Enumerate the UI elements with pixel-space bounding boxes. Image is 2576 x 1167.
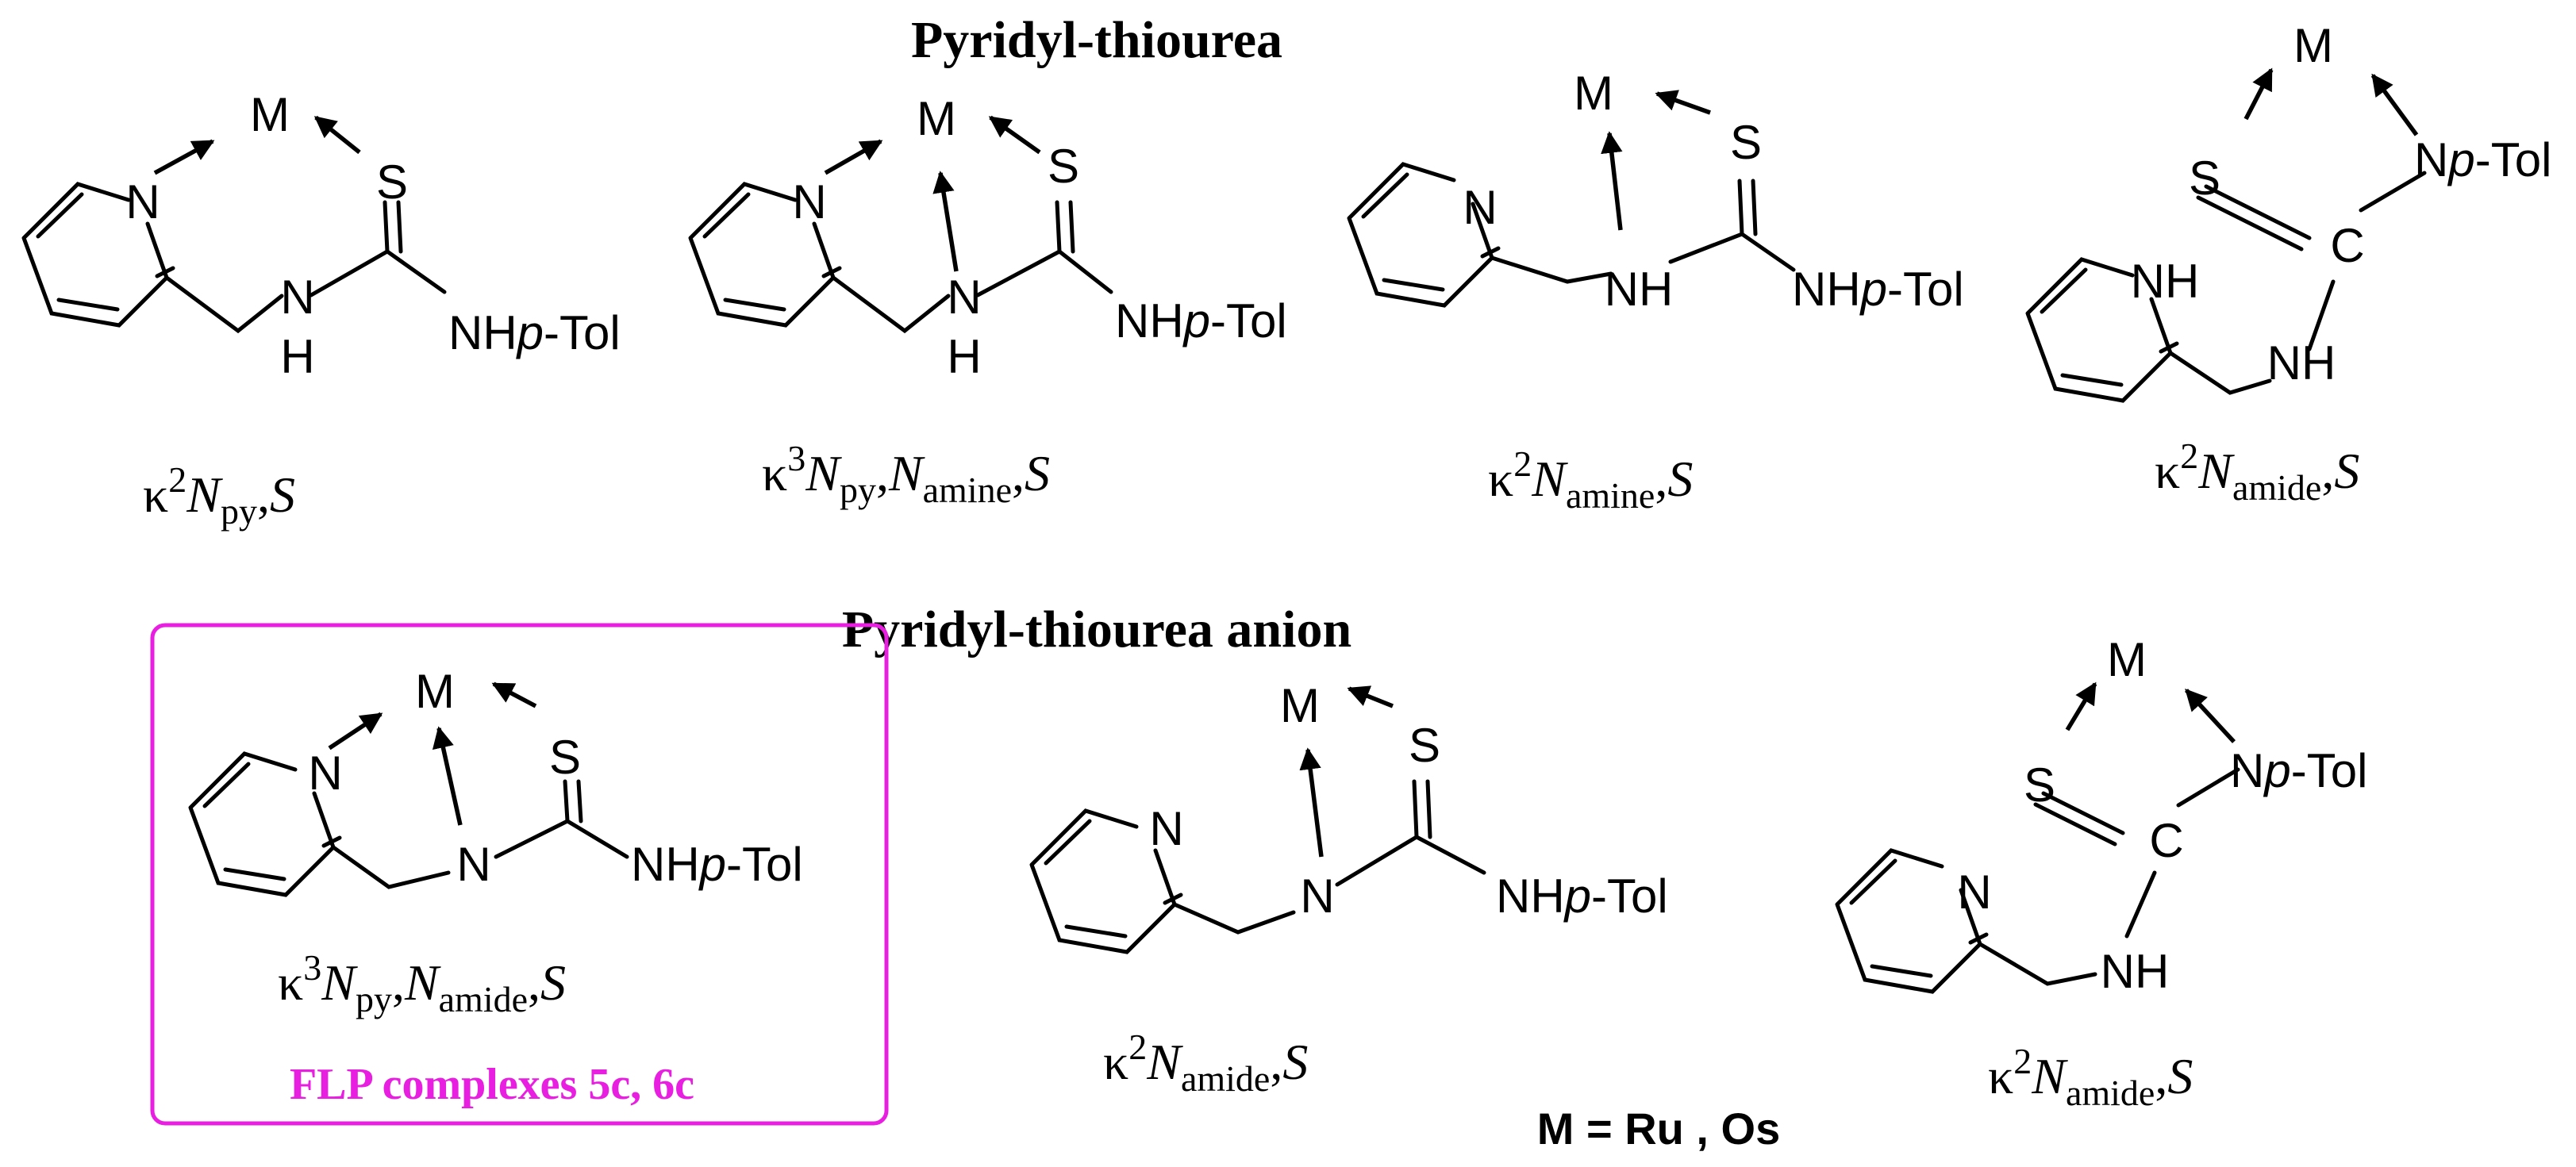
- group-nptol: Np-Tol: [2414, 133, 2551, 186]
- atom-s: S: [549, 731, 581, 784]
- atom-s: S: [2189, 152, 2220, 205]
- atom-n: N: [308, 747, 342, 800]
- label-k2-namide-s-bottom: κ2Namide,S: [1988, 1041, 2193, 1113]
- structure-k2-namide-s-top: M S Np-Tol C NH NH κ2Namide,S: [2025, 19, 2551, 508]
- atom-n: N: [125, 175, 160, 228]
- label-k3-npy-namine-s: κ3Npy,Namine,S: [762, 438, 1050, 510]
- title-pyridyl-thiourea-anion: Pyridyl-thiourea anion: [842, 601, 1351, 658]
- label-k2-npy-s: κ2Npy,S: [143, 459, 295, 532]
- atom-nh: NH: [2267, 336, 2336, 390]
- group-nhptol: NHp-Tol: [631, 838, 803, 891]
- structure-k3-npy-namide-s: N M S N NHp-Tol κ3Npy,Namide,S FLP compl…: [188, 665, 803, 1109]
- atom-s: S: [1048, 140, 1079, 193]
- atom-c: C: [2330, 219, 2364, 272]
- atom-m: M: [2107, 633, 2147, 686]
- atom-m: M: [2293, 19, 2333, 72]
- atom-n: N: [1300, 869, 1334, 923]
- atom-m: M: [250, 88, 290, 141]
- label-k2-namide-s-top: κ2Namide,S: [2155, 436, 2359, 508]
- atom-s: S: [376, 155, 408, 209]
- structure-k3-npy-namine-s: N M S N H NHp-Tol κ3Npy,Namine,S: [688, 92, 1287, 510]
- group-nhptol: NHp-Tol: [1115, 294, 1287, 347]
- group-nhptol: NHp-Tol: [1496, 869, 1668, 923]
- group-nptol: Np-Tol: [2230, 744, 2367, 797]
- atom-n: N: [792, 175, 826, 228]
- label-k2-namide-s-mid: κ2Namide,S: [1103, 1027, 1308, 1099]
- atom-m: M: [1574, 67, 1613, 120]
- atom-m: M: [415, 665, 455, 718]
- group-nhptol: NHp-Tol: [448, 306, 621, 359]
- atom-nh: NH: [2101, 945, 2170, 998]
- atom-n: N: [456, 838, 490, 891]
- atom-m: M: [917, 92, 956, 145]
- label-k2-namine-s: κ2Namine,S: [1488, 443, 1693, 516]
- atom-nh: NH: [1605, 263, 1674, 316]
- metal-definition: M = Ru , Os: [1537, 1104, 1781, 1154]
- label-k3-npy-namide-s: κ3Npy,Namide,S: [278, 947, 566, 1019]
- atom-s: S: [2024, 758, 2055, 812]
- structure-k2-namide-s-anion: N M S N NHp-Tol κ2Namide,S: [1029, 679, 1668, 1099]
- atom-n: N: [280, 271, 314, 324]
- flp-caption: FLP complexes 5c, 6c: [290, 1060, 694, 1109]
- atom-nh: NH: [2131, 255, 2200, 308]
- structure-k2-namide-s-chelate: M S Np-Tol C N NH κ2Namide,S: [1835, 633, 2367, 1113]
- atom-c: C: [2149, 814, 2183, 867]
- atom-n: N: [947, 271, 981, 324]
- atom-s: S: [1409, 719, 1440, 772]
- atom-h: H: [280, 330, 314, 383]
- atom-m: M: [1280, 679, 1320, 732]
- atom-n: N: [1957, 866, 1991, 919]
- atom-n: N: [1149, 802, 1183, 855]
- structure-k2-namine-s: N M S NH NHp-Tol κ2Namine,S: [1347, 67, 1964, 516]
- atom-h: H: [947, 330, 981, 383]
- title-pyridyl-thiourea: Pyridyl-thiourea: [911, 11, 1282, 69]
- flp-highlight-box: [150, 623, 889, 1126]
- atom-n: N: [1463, 181, 1497, 234]
- group-nhptol: NHp-Tol: [1792, 263, 1964, 316]
- structure-k2-npy-s: N M S N H NHp-Tol κ2Npy,S: [21, 88, 621, 532]
- atom-s: S: [1730, 116, 1762, 169]
